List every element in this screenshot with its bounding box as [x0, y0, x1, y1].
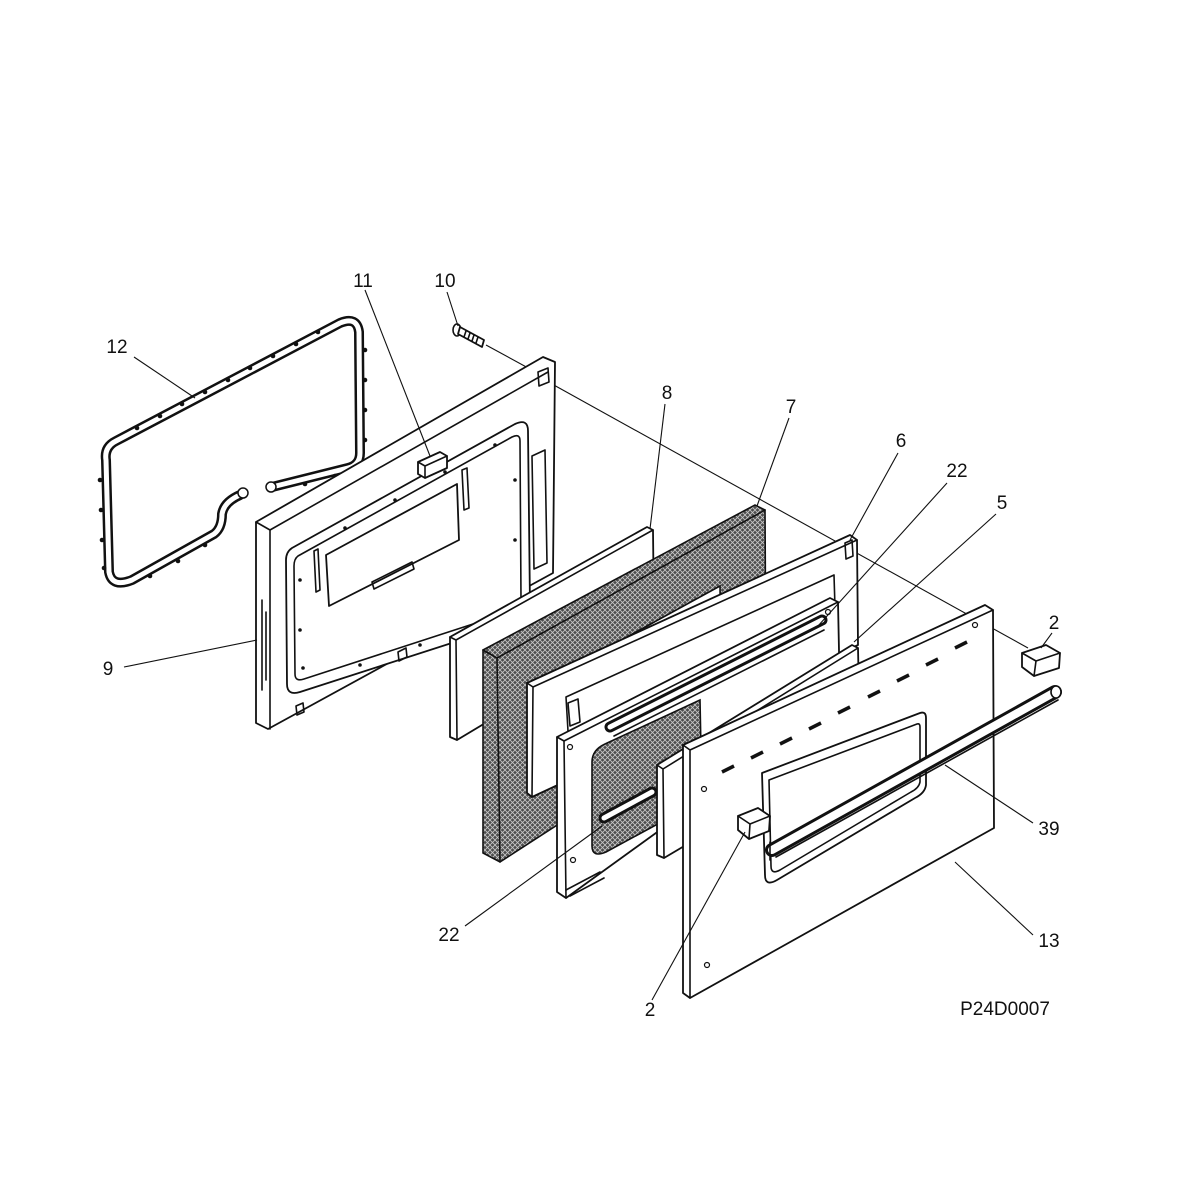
- lower-trim-rail: [598, 786, 658, 824]
- callout-10: 10: [434, 271, 455, 292]
- hinge-bracket: [417, 451, 448, 479]
- door-vent-slots: [721, 640, 968, 774]
- callout-11: 11: [353, 271, 373, 292]
- handle-bracket-right: [1021, 644, 1061, 677]
- callout-39: 39: [1038, 819, 1059, 840]
- screw: [452, 323, 485, 348]
- callout-22-lower: 22: [438, 925, 459, 946]
- drawing-number: P24D0007: [960, 999, 1050, 1020]
- callout-2-bottom: 2: [645, 1000, 656, 1021]
- callout-5: 5: [997, 493, 1008, 514]
- callout-13: 13: [1038, 931, 1059, 952]
- callout-leader-lines: [123, 289, 1053, 1001]
- door-handle: [765, 685, 1062, 861]
- upper-trim-rail: [604, 614, 828, 737]
- callout-labels: 12 11 10 8 7 6 22 5 2 9 39 22 13 2 P24D0…: [103, 271, 1060, 1021]
- door-inner-frame: [255, 356, 556, 730]
- callout-9: 9: [103, 659, 114, 680]
- callout-12: 12: [106, 337, 127, 358]
- handle-bracket-left: [737, 807, 771, 840]
- callout-22-upper: 22: [946, 461, 967, 482]
- callout-8: 8: [662, 383, 673, 404]
- callout-2-right: 2: [1049, 613, 1060, 634]
- callout-7: 7: [786, 397, 797, 418]
- callout-6: 6: [896, 431, 907, 452]
- door-gasket: [97, 315, 368, 588]
